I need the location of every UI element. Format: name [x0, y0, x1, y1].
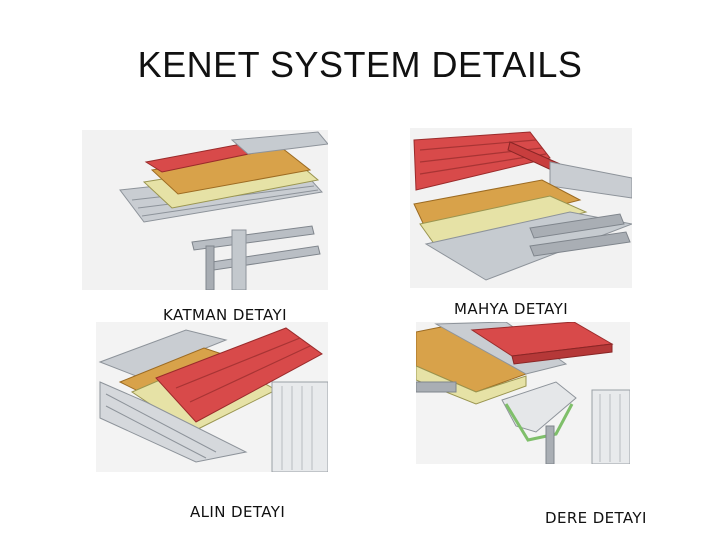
layer-detail-illustration [82, 130, 328, 290]
caption-layer-detail: KATMAN DETAYI [163, 306, 287, 324]
gutter-detail-drawing [416, 322, 630, 464]
fascia-detail-illustration [96, 322, 328, 472]
caption-gutter-detail: DERE DETAYI [545, 509, 647, 527]
layer-detail-drawing [82, 130, 328, 290]
caption-fascia-detail: ALIN DETAYI [190, 503, 286, 521]
fascia-detail-drawing [96, 322, 328, 472]
ridge-detail-drawing [410, 128, 632, 288]
caption-ridge-detail: MAHYA DETAYI [454, 300, 569, 318]
slide-title: KENET SYSTEM DETAILS [137, 44, 583, 85]
ridge-detail-illustration [410, 128, 632, 288]
gutter-detail-illustration [416, 322, 630, 464]
